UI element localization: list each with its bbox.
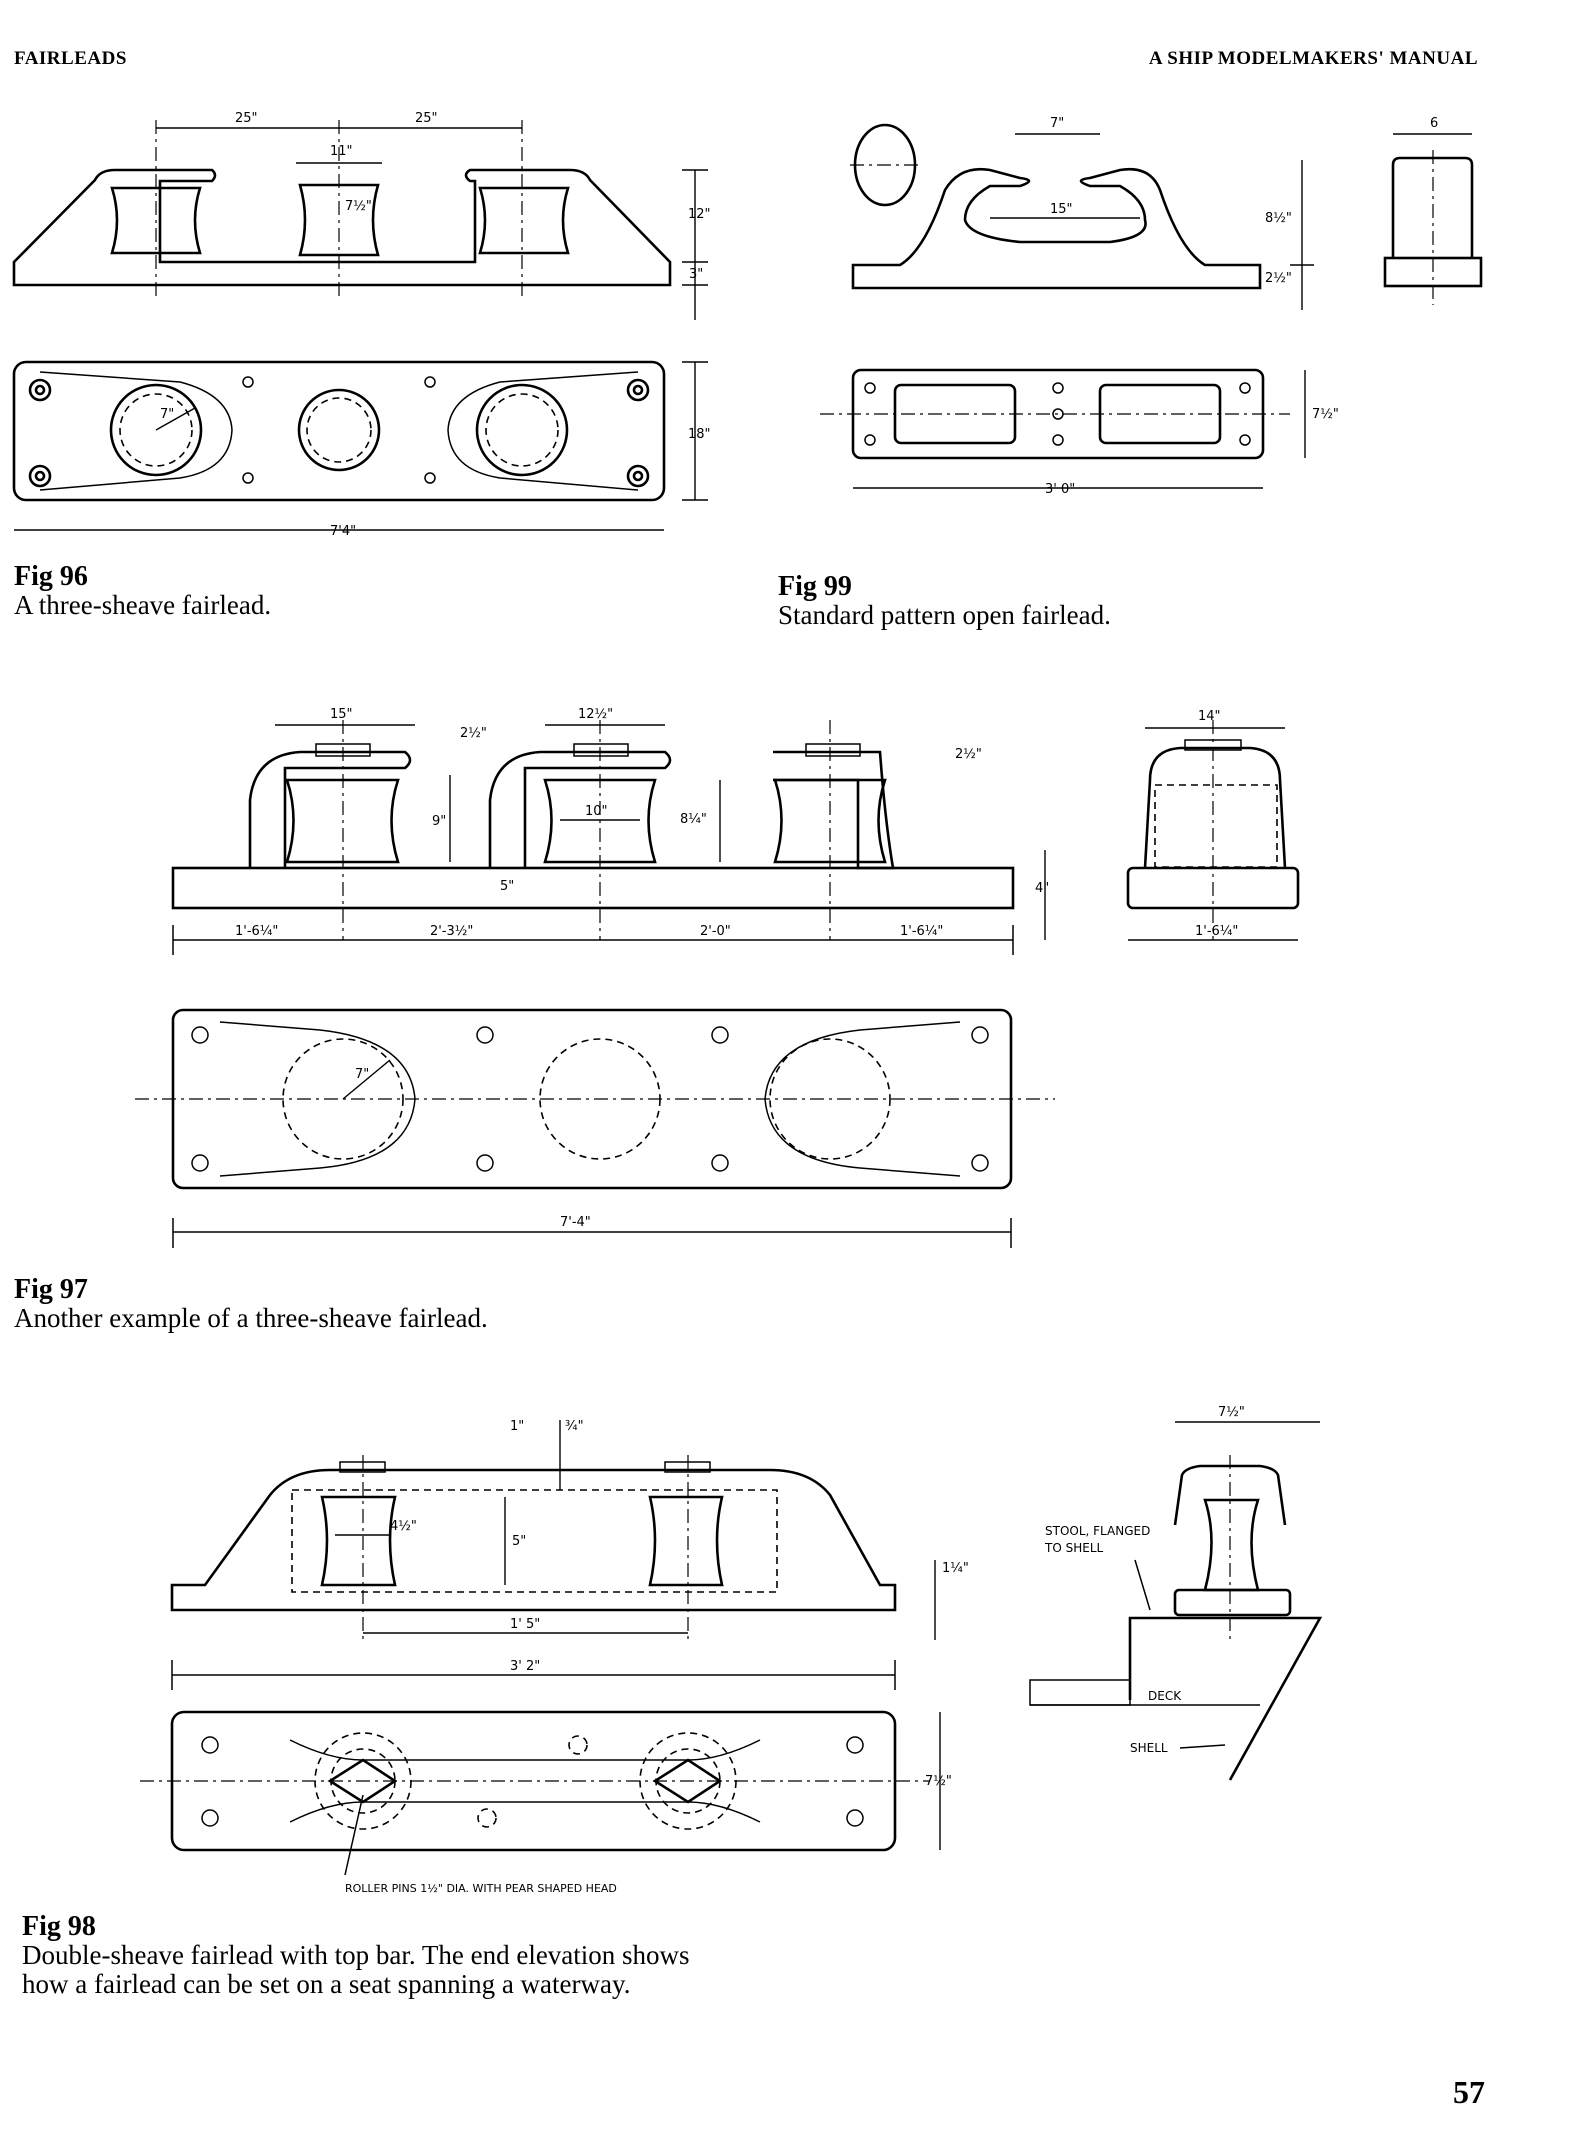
fig99-dim-e: 6: [1430, 116, 1438, 131]
fig96-dim-c: 11": [330, 144, 353, 159]
fig98-caption-text: Double-sheave fairlead with top bar. The…: [22, 1940, 690, 1999]
fig97-dim-s4: 1'-6¼": [900, 924, 943, 939]
fig98-label-deck: DECK: [1148, 1689, 1182, 1703]
fig98-dim-c: 4½": [390, 1519, 417, 1534]
fig97-dim-overall: 7'-4": [560, 1215, 591, 1230]
fig98-label-pins: ROLLER PINS 1½" DIA. WITH PEAR SHAPED HE…: [345, 1882, 617, 1895]
fig96-dim-a: 25": [235, 111, 258, 126]
fig96-dim-e: 12": [688, 207, 711, 222]
fig97-dim-e: 9": [432, 814, 446, 829]
fig98-label-shell: SHELL: [1130, 1741, 1168, 1755]
fig99-caption: Fig 99 Standard pattern open fairlead.: [778, 572, 1298, 630]
fig96-dim-d: 7½": [345, 199, 372, 214]
fig98-label-stool-2: TO SHELL: [1044, 1541, 1103, 1555]
fig96-caption: Fig 96 A three-sheave fairlead.: [14, 562, 434, 620]
fig96-dim-overall: 7'4": [330, 524, 356, 539]
fig98-label-stool: STOOL, FLANGED: [1045, 1524, 1150, 1538]
fig96-drawing: 25" 25" 11" 7½" 12" 3" 7" 18" 7'4": [12, 111, 711, 539]
fig97-drawing: 15" 2½" 12½" 2½" 9" 10" 8¼" 5" 4" 1'-6¼"…: [135, 707, 1300, 1248]
fig99-drawing: 7" 15" 8½" 2½" 6 7½" 3' 0": [820, 116, 1483, 497]
fig98-dim-e: 1¼": [942, 1561, 969, 1576]
fig98-dim-a: 1": [510, 1419, 524, 1434]
fig98-number: Fig 98: [22, 1911, 96, 1942]
fig97-dim-s1: 1'-6¼": [235, 924, 278, 939]
fig99-dim-overall: 3' 0": [1045, 482, 1075, 497]
fig97-dim-i: 4": [1035, 881, 1049, 896]
fig96-dim-g: 18": [688, 427, 711, 442]
running-header-right: A SHIP MODELMAKERS' MANUAL: [1148, 48, 1478, 69]
fig99-number: Fig 99: [778, 571, 852, 602]
fig99-dim-a: 7": [1050, 116, 1064, 131]
fig99-dim-d: 2½": [1265, 271, 1292, 286]
fig98-dim-b: ¾": [565, 1419, 584, 1434]
fig99-dim-c: 8½": [1265, 211, 1292, 226]
fig99-dim-b: 15": [1050, 202, 1073, 217]
fig97-dim-h: 5": [500, 879, 514, 894]
fig98-dim-overall: 3' 2": [510, 1659, 540, 1674]
fig99-caption-text: Standard pattern open fairlead.: [778, 600, 1111, 630]
fig96-number: Fig 96: [14, 561, 88, 592]
running-header-left: FAIRLEADS: [14, 48, 127, 69]
fig98-dim-f: 1' 5": [510, 1617, 540, 1632]
fig97-dim-r: 7": [355, 1067, 369, 1082]
fig97-dim-f: 10": [585, 804, 608, 819]
fig97-dim-g: 8¼": [680, 812, 707, 827]
fig98-caption: Fig 98 Double-sheave fairlead with top b…: [22, 1912, 742, 1999]
fig97-dim-a: 15": [330, 707, 353, 722]
fig96-caption-text: A three-sheave fairlead.: [14, 590, 272, 620]
fig97-number: Fig 97: [14, 1274, 88, 1305]
fig97-dim-end-base: 1'-6¼": [1195, 924, 1238, 939]
page-number: 57: [1453, 2074, 1485, 2110]
fig97-dim-d: 2½": [955, 747, 982, 762]
fig98-dim-g: 7½": [925, 1774, 952, 1789]
fig98-dim-d: 5": [512, 1534, 526, 1549]
fig98-dim-h: 7½": [1218, 1405, 1245, 1420]
fig97-dim-c: 12½": [578, 707, 613, 722]
fig97-caption-text: Another example of a three-sheave fairle…: [14, 1303, 488, 1333]
fig97-dim-s3: 2'-0": [700, 924, 731, 939]
fig96-dim-b: 25": [415, 111, 438, 126]
fig97-caption: Fig 97 Another example of a three-sheave…: [14, 1275, 714, 1333]
fig97-dim-end-w: 14": [1198, 709, 1221, 724]
fig99-dim-f: 7½": [1312, 407, 1339, 422]
fig97-dim-b: 2½": [460, 726, 487, 741]
fig98-drawing: 1" ¾" 4½" 5" 1¼" 1' 5" 3' 2" 7½" ROLLER …: [140, 1405, 1323, 1895]
fig97-dim-s2: 2'-3½": [430, 924, 473, 939]
fig96-dim-f: 3": [689, 267, 703, 282]
fig96-dim-h: 7": [160, 407, 174, 422]
